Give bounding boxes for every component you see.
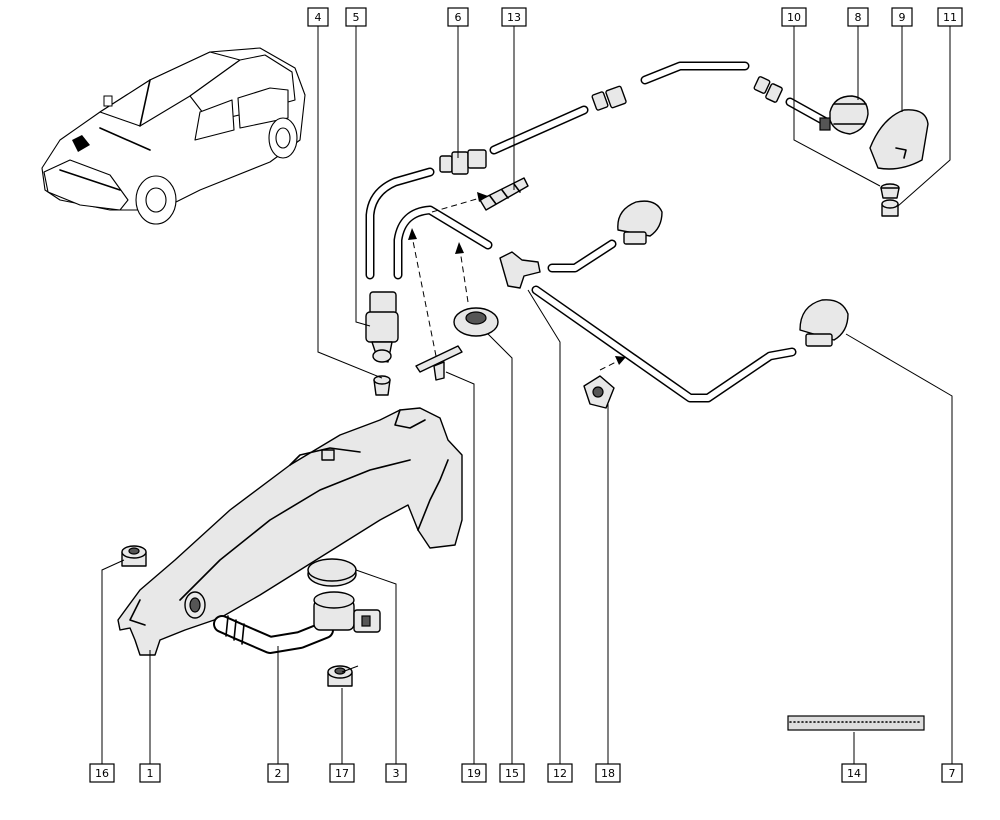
svg-text:12: 12: [553, 767, 567, 780]
reservoir-nut: [121, 545, 147, 567]
svg-text:1: 1: [147, 767, 154, 780]
hose-clip-19: [415, 345, 463, 381]
washer-hoses: [365, 61, 831, 403]
callout-13: 13: [501, 7, 527, 27]
svg-text:17: 17: [335, 767, 349, 780]
seal-strip: [787, 715, 925, 731]
clip-18: [583, 375, 615, 409]
callout-16: 16: [89, 763, 115, 783]
hose-clip-13: [479, 177, 529, 211]
filler-neck: [313, 591, 381, 633]
callout-14: 14: [841, 763, 867, 783]
callout-4: 4: [307, 7, 329, 27]
callout-18: 18: [595, 763, 621, 783]
pump-grommet: [373, 375, 391, 396]
car-thumbnail: [41, 47, 306, 225]
callout-7: 7: [941, 763, 963, 783]
washer-jet-8: [819, 95, 869, 135]
grommet-15: [453, 307, 499, 337]
callout-15: 15: [499, 763, 525, 783]
svg-text:5: 5: [353, 11, 360, 24]
svg-text:14: 14: [847, 767, 861, 780]
headlamp-cover-9: [869, 109, 929, 170]
callout-19: 19: [461, 763, 487, 783]
svg-text:4: 4: [315, 11, 322, 24]
svg-text:15: 15: [505, 767, 519, 780]
svg-text:8: 8: [855, 11, 862, 24]
callout-2: 2: [267, 763, 289, 783]
callout-11: 11: [937, 7, 963, 27]
callout-5: 5: [345, 7, 367, 27]
svg-text:18: 18: [601, 767, 615, 780]
callout-10: 10: [781, 7, 807, 27]
svg-text:10: 10: [787, 11, 801, 24]
svg-text:11: 11: [943, 11, 957, 24]
washer-jet-7: [799, 299, 849, 347]
svg-text:7: 7: [949, 767, 956, 780]
hose-nut: [327, 665, 353, 687]
callout-1: 1: [139, 763, 161, 783]
callout-6: 6: [447, 7, 469, 27]
washer-pump: [365, 291, 399, 363]
callout-17: 17: [329, 763, 355, 783]
svg-text:3: 3: [393, 767, 400, 780]
callout-8: 8: [847, 7, 869, 27]
filler-hose: [213, 615, 334, 654]
washer-jet-upper: [617, 200, 663, 245]
svg-text:2: 2: [275, 767, 282, 780]
washer-reservoir: [117, 407, 463, 656]
filler-cap: [307, 558, 357, 587]
nut-10: [880, 183, 900, 199]
svg-text:9: 9: [899, 11, 906, 24]
svg-text:13: 13: [507, 11, 521, 24]
svg-text:6: 6: [455, 11, 462, 24]
callout-9: 9: [891, 7, 913, 27]
assembly-arrows: [408, 192, 626, 371]
svg-text:19: 19: [467, 767, 481, 780]
nut-11: [881, 199, 899, 217]
callout-12: 12: [547, 763, 573, 783]
leader-lines: [101, 26, 953, 764]
svg-text:16: 16: [95, 767, 109, 780]
callout-3: 3: [385, 763, 407, 783]
